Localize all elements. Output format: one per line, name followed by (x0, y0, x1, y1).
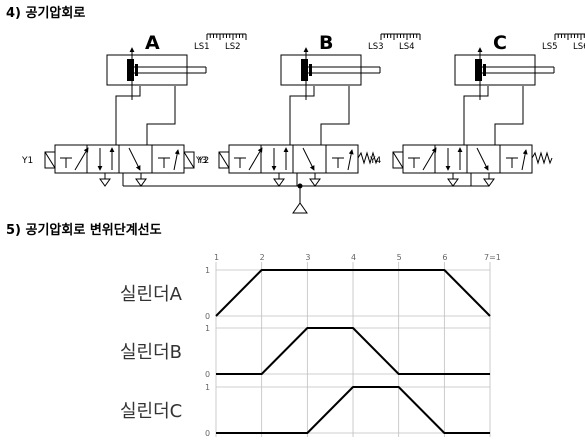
y-max-tick: 1 (205, 266, 210, 275)
piston (127, 59, 134, 81)
directional-valve (218, 144, 379, 187)
valve-flow-arrow (476, 147, 489, 171)
cylinder-label: B (319, 32, 333, 54)
valve-flow-arrow (422, 147, 437, 171)
exhaust-symbol (99, 173, 111, 187)
diagram-section-title: 5) 공기압회로 변위단계선도 (6, 222, 162, 238)
valve-block-symbol (408, 157, 420, 168)
step-tick-label: 4 (351, 253, 356, 262)
valve-flow-arrow (128, 147, 141, 171)
exhaust-symbol (447, 173, 459, 187)
limit-switch-label: LS4 (399, 42, 415, 52)
valve-block-symbol (332, 157, 344, 168)
cylinder-label: C (493, 32, 507, 54)
cylinder-row-label: 실린더C (120, 401, 182, 422)
step-tick-label: 6 (442, 253, 447, 262)
solenoid-right (183, 151, 195, 169)
pipe-a (115, 86, 141, 145)
y-min-tick: 0 (205, 370, 210, 379)
solenoid-label: Y1 (21, 156, 33, 166)
displacement-line-1 (216, 327, 491, 375)
cylinder-label: A (145, 32, 160, 54)
solenoid-left (44, 151, 56, 169)
return-spring (531, 151, 553, 165)
exhaust-symbol (273, 173, 285, 187)
valve-block-symbol (158, 157, 170, 168)
solenoid-label: Y2 (197, 156, 209, 166)
circuit-section-title: 4) 공기압회로 (6, 5, 85, 21)
limit-switch-scale (206, 33, 247, 40)
step-tick-label: 1 (214, 253, 219, 262)
return-spring (357, 151, 379, 165)
valve-flow-arrow (74, 147, 89, 171)
solenoid-diagonal (183, 151, 195, 169)
cylinder-body (280, 54, 362, 86)
limit-switch-label: LS2 (225, 42, 241, 52)
displacement-line-0 (215, 269, 491, 317)
piston-cap (483, 64, 486, 76)
solenoid-diagonal (392, 151, 404, 169)
piston-cap (135, 64, 138, 76)
step-tick-label: 2 (260, 253, 265, 262)
solenoid-label: Y3 (195, 156, 207, 166)
limit-switch-label: LS5 (542, 42, 558, 52)
pipe-a (463, 86, 489, 145)
step-tick-label: 5 (397, 253, 402, 262)
solenoid-diagonal (44, 151, 56, 169)
solenoid-left (218, 151, 230, 169)
cylinder-row-label: 실린더B (120, 342, 182, 363)
y-min-tick: 0 (205, 429, 210, 438)
pipe-b (320, 86, 350, 145)
step-tick-label: 7=1 (484, 253, 501, 262)
step-tick-label: 3 (305, 253, 310, 262)
solenoid-label: Y4 (369, 156, 381, 166)
cylinder-unit-C: C LS5 LS6Y4 (369, 32, 585, 187)
limit-switch-label: LS3 (368, 42, 384, 52)
directional-valve (392, 144, 553, 187)
pressure-source-symbol (292, 202, 308, 214)
limit-switch-scale (554, 33, 585, 40)
cylinder-body (106, 54, 188, 86)
y-min-tick: 0 (205, 312, 210, 321)
exhaust-symbol (135, 173, 147, 187)
valve-flow-arrow (302, 147, 315, 171)
pipe-a (289, 86, 315, 145)
pipe-b (494, 86, 524, 145)
limit-switch-label: LS6 (573, 42, 585, 52)
piston (301, 59, 308, 81)
y-max-tick: 1 (205, 383, 210, 392)
limit-switch-label: LS1 (194, 42, 210, 52)
valve-block-symbol (60, 157, 72, 168)
displacement-line-2 (216, 386, 491, 434)
piston-cap (309, 64, 312, 76)
y-max-tick: 1 (205, 324, 210, 333)
valve-flow-arrow (248, 147, 263, 171)
limit-switch-scale (380, 33, 421, 40)
cylinder-body (454, 54, 536, 86)
valve-flow-arrow (347, 149, 354, 171)
exhaust-symbol (309, 173, 321, 187)
piston (475, 59, 482, 81)
valve-block-symbol (234, 157, 246, 168)
cylinder-row-label: 실린더A (120, 284, 183, 305)
solenoid-left (392, 151, 404, 169)
supply-junction (297, 183, 303, 189)
valve-flow-arrow (521, 149, 528, 171)
solenoid-diagonal (218, 151, 230, 169)
valve-block-symbol (506, 157, 518, 168)
pipe-b (146, 86, 176, 145)
exhaust-symbol (483, 173, 495, 187)
displacement-step-diagram: 1 2 3 4 5 6 7=1 1 0 실린더A 1 0 실린더B 1 0 실린더C (120, 253, 501, 438)
valve-flow-arrow (173, 149, 180, 171)
directional-valve (44, 144, 195, 187)
